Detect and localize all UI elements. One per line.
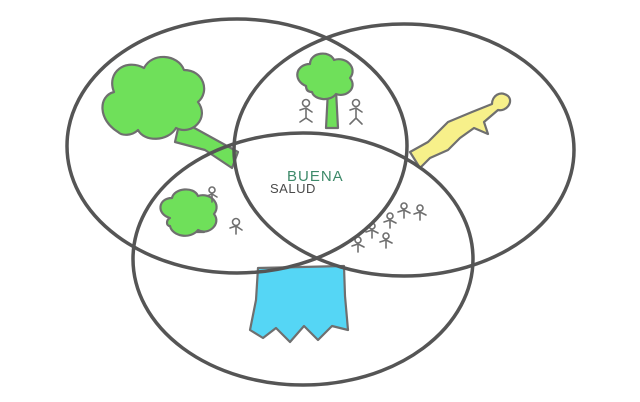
water-icon [248,264,350,344]
tree-icon [101,55,240,170]
venn-circle-top-left [65,17,409,275]
person-icon [408,92,512,170]
venn-circle-bottom [131,131,475,387]
people-group-icon [351,202,427,253]
venn-circle-top-right [232,22,576,278]
center-label-line1: BUENA [287,168,344,185]
tree-with-people-icon [296,52,363,130]
tree-with-people-icon [159,186,243,237]
center-label-line2: SALUD [270,181,316,196]
